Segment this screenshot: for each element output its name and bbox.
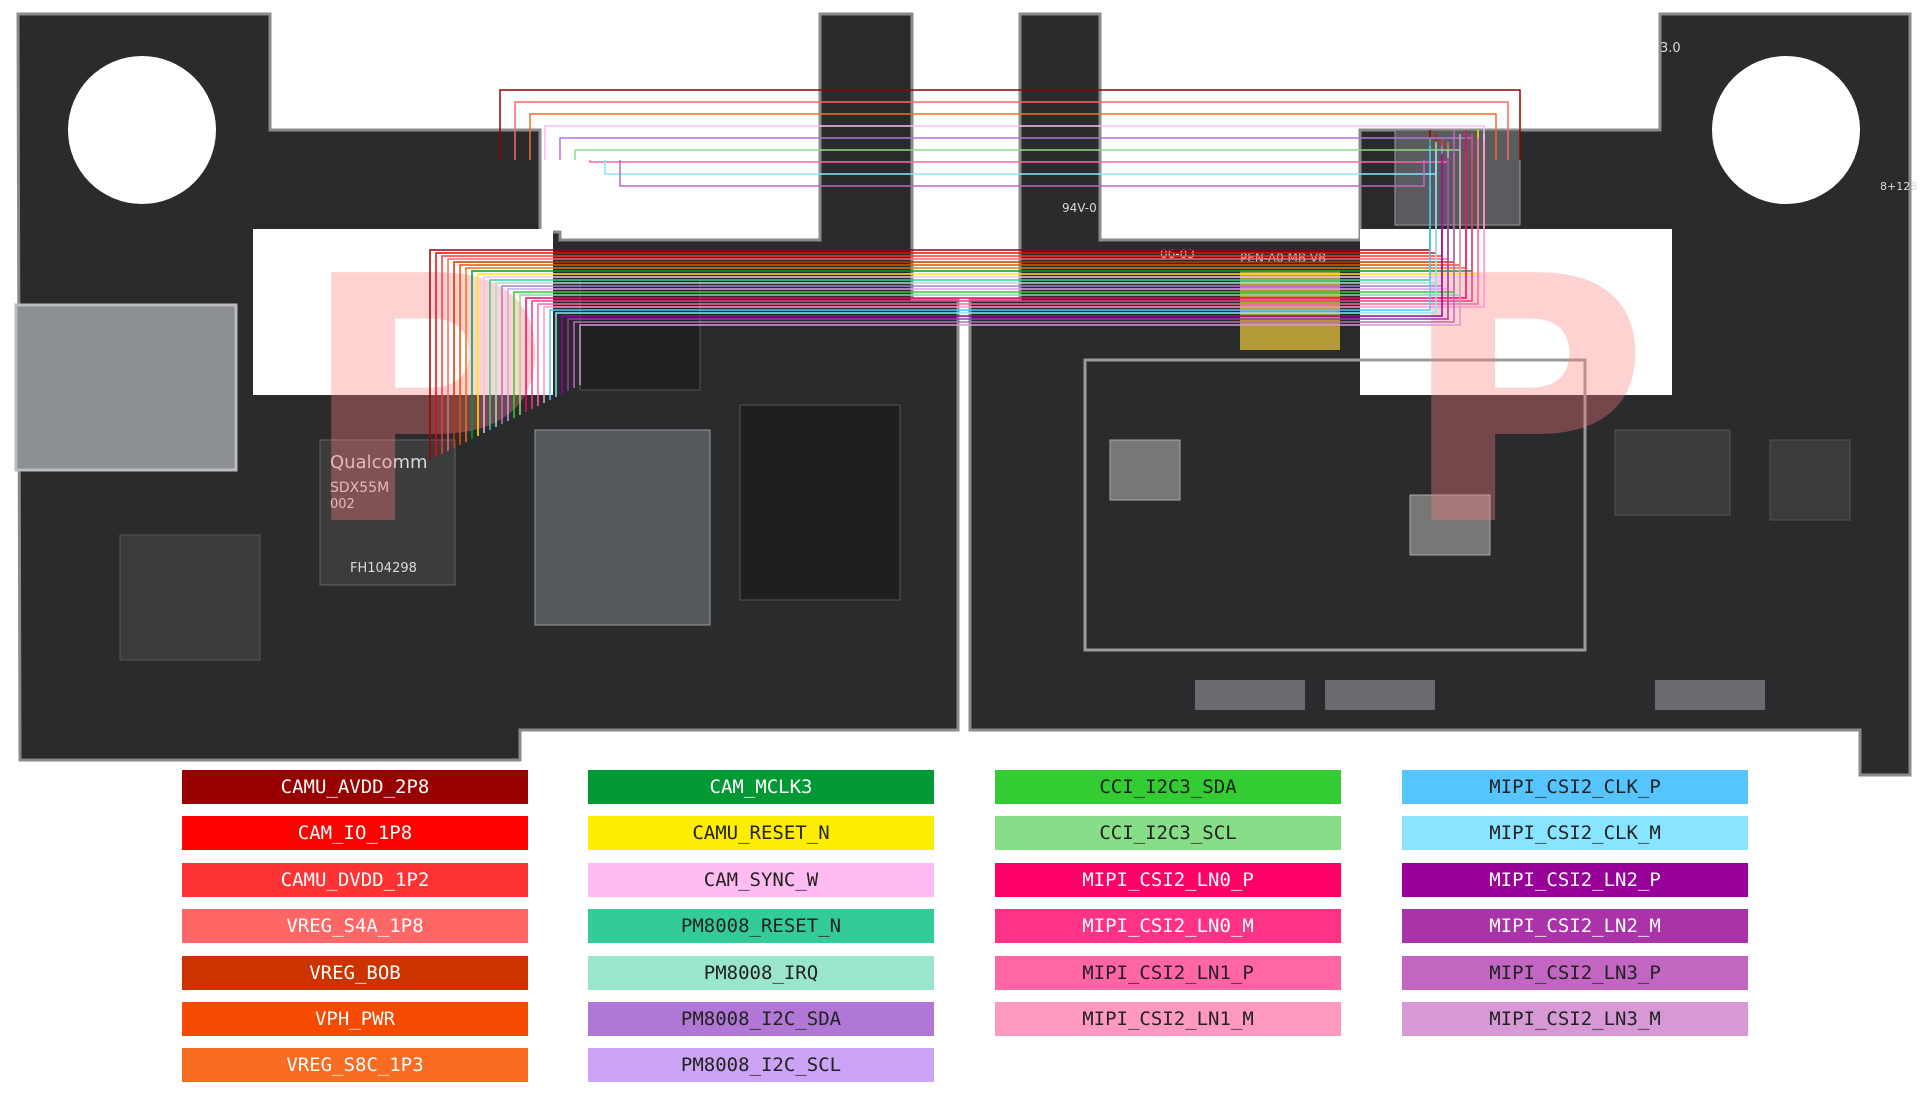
trace-line xyxy=(529,113,1497,160)
legend-item: CCI_I2C3_SDA xyxy=(995,770,1341,804)
legend-item: CAM_MCLK3 xyxy=(588,770,934,804)
sim-slot xyxy=(14,303,238,472)
legend-item: PM8008_RESET_N xyxy=(588,909,934,944)
trace-line xyxy=(514,101,1509,160)
legend-item: VPH_PWR xyxy=(182,1002,528,1036)
bottom-connector-3 xyxy=(1655,680,1765,710)
pcb-board-diagram: Qualcomm SDX55M 002 FH104298 PEN-A0 MB V… xyxy=(14,12,1917,777)
shield-frame xyxy=(1083,358,1587,652)
trace-line xyxy=(559,137,1473,160)
chip-brand: Qualcomm xyxy=(330,452,428,473)
trace-line xyxy=(579,134,1461,385)
trace-line xyxy=(499,89,1521,160)
trace-line xyxy=(537,138,1479,406)
legend-item: MIPI_CSI2_LN1_M xyxy=(995,1002,1341,1036)
chip-model: SDX55M xyxy=(330,480,389,496)
trace-line xyxy=(604,160,1437,175)
trace-line xyxy=(531,134,1473,409)
trace-line xyxy=(555,150,1437,397)
trace-line xyxy=(544,125,1485,160)
trace-line xyxy=(525,130,1467,412)
trace-line xyxy=(619,160,1425,187)
legend-item: CAMU_DVDD_1P2 xyxy=(182,862,528,897)
right-bga-2 xyxy=(1109,439,1181,501)
legend-item: MIPI_CSI2_LN0_M xyxy=(995,909,1341,944)
legend-item: PM8008_I2C_SDA xyxy=(588,1002,934,1036)
legend-item: MIPI_CSI2_CLK_M xyxy=(1402,816,1748,851)
signal-traces xyxy=(429,89,1521,460)
legend-item: PM8008_IRQ xyxy=(588,955,934,990)
legend-item: PM8008_I2C_SCL xyxy=(588,1048,934,1083)
trace-line xyxy=(573,130,1455,388)
silkscreen-label: 3.0 xyxy=(1660,41,1681,56)
legend-item: MIPI_CSI2_CLK_P xyxy=(1402,770,1748,804)
memory-chip xyxy=(739,404,901,601)
modem-chip xyxy=(319,439,456,586)
legend-item: CAMU_AVDD_2P8 xyxy=(182,770,528,804)
chip-code: FH104298 xyxy=(350,561,417,576)
left-camera-hole xyxy=(68,56,216,204)
legend-item: VREG_S4A_1P8 xyxy=(182,909,528,944)
legend-item: MIPI_CSI2_LN0_P xyxy=(995,862,1341,897)
legend-item: VREG_BOB xyxy=(182,955,528,990)
trace-line xyxy=(561,154,1443,394)
trace-line xyxy=(543,142,1485,403)
rf-chip xyxy=(579,279,701,391)
legend-item: MIPI_CSI2_LN3_P xyxy=(1402,955,1748,990)
legend-item: VREG_S8C_1P3 xyxy=(182,1048,528,1083)
legend-item: CCI_I2C3_SCL xyxy=(995,816,1341,851)
right-camera-hole xyxy=(1712,56,1860,204)
chip-rev: 002 xyxy=(330,497,355,512)
trace-line xyxy=(567,158,1449,391)
camera-connector xyxy=(1394,129,1521,226)
right-bga xyxy=(1409,494,1491,556)
legend-item: CAM_IO_1P8 xyxy=(182,816,528,851)
legend-item: MIPI_CSI2_LN1_P xyxy=(995,955,1341,990)
legend-item: CAM_SYNC_W xyxy=(588,862,934,897)
legend-item: CAMU_RESET_N xyxy=(588,816,934,851)
legend-item: MIPI_CSI2_LN2_P xyxy=(1402,862,1748,897)
right-soc xyxy=(1614,429,1731,516)
silkscreen-label: 8+128 xyxy=(1880,180,1917,193)
bottom-connector-2 xyxy=(1325,680,1435,710)
legend-item: MIPI_CSI2_LN2_M xyxy=(1402,909,1748,944)
pmic-chip xyxy=(119,534,261,661)
legend-item: MIPI_CSI2_LN3_M xyxy=(1402,1002,1748,1036)
soc-bga xyxy=(534,429,711,626)
trace-line xyxy=(574,149,1461,160)
silkscreen-label: 94V-0 xyxy=(1062,201,1097,215)
trace-line xyxy=(549,146,1431,400)
bottom-connector-1 xyxy=(1195,680,1305,710)
right-chip-2 xyxy=(1769,439,1851,521)
